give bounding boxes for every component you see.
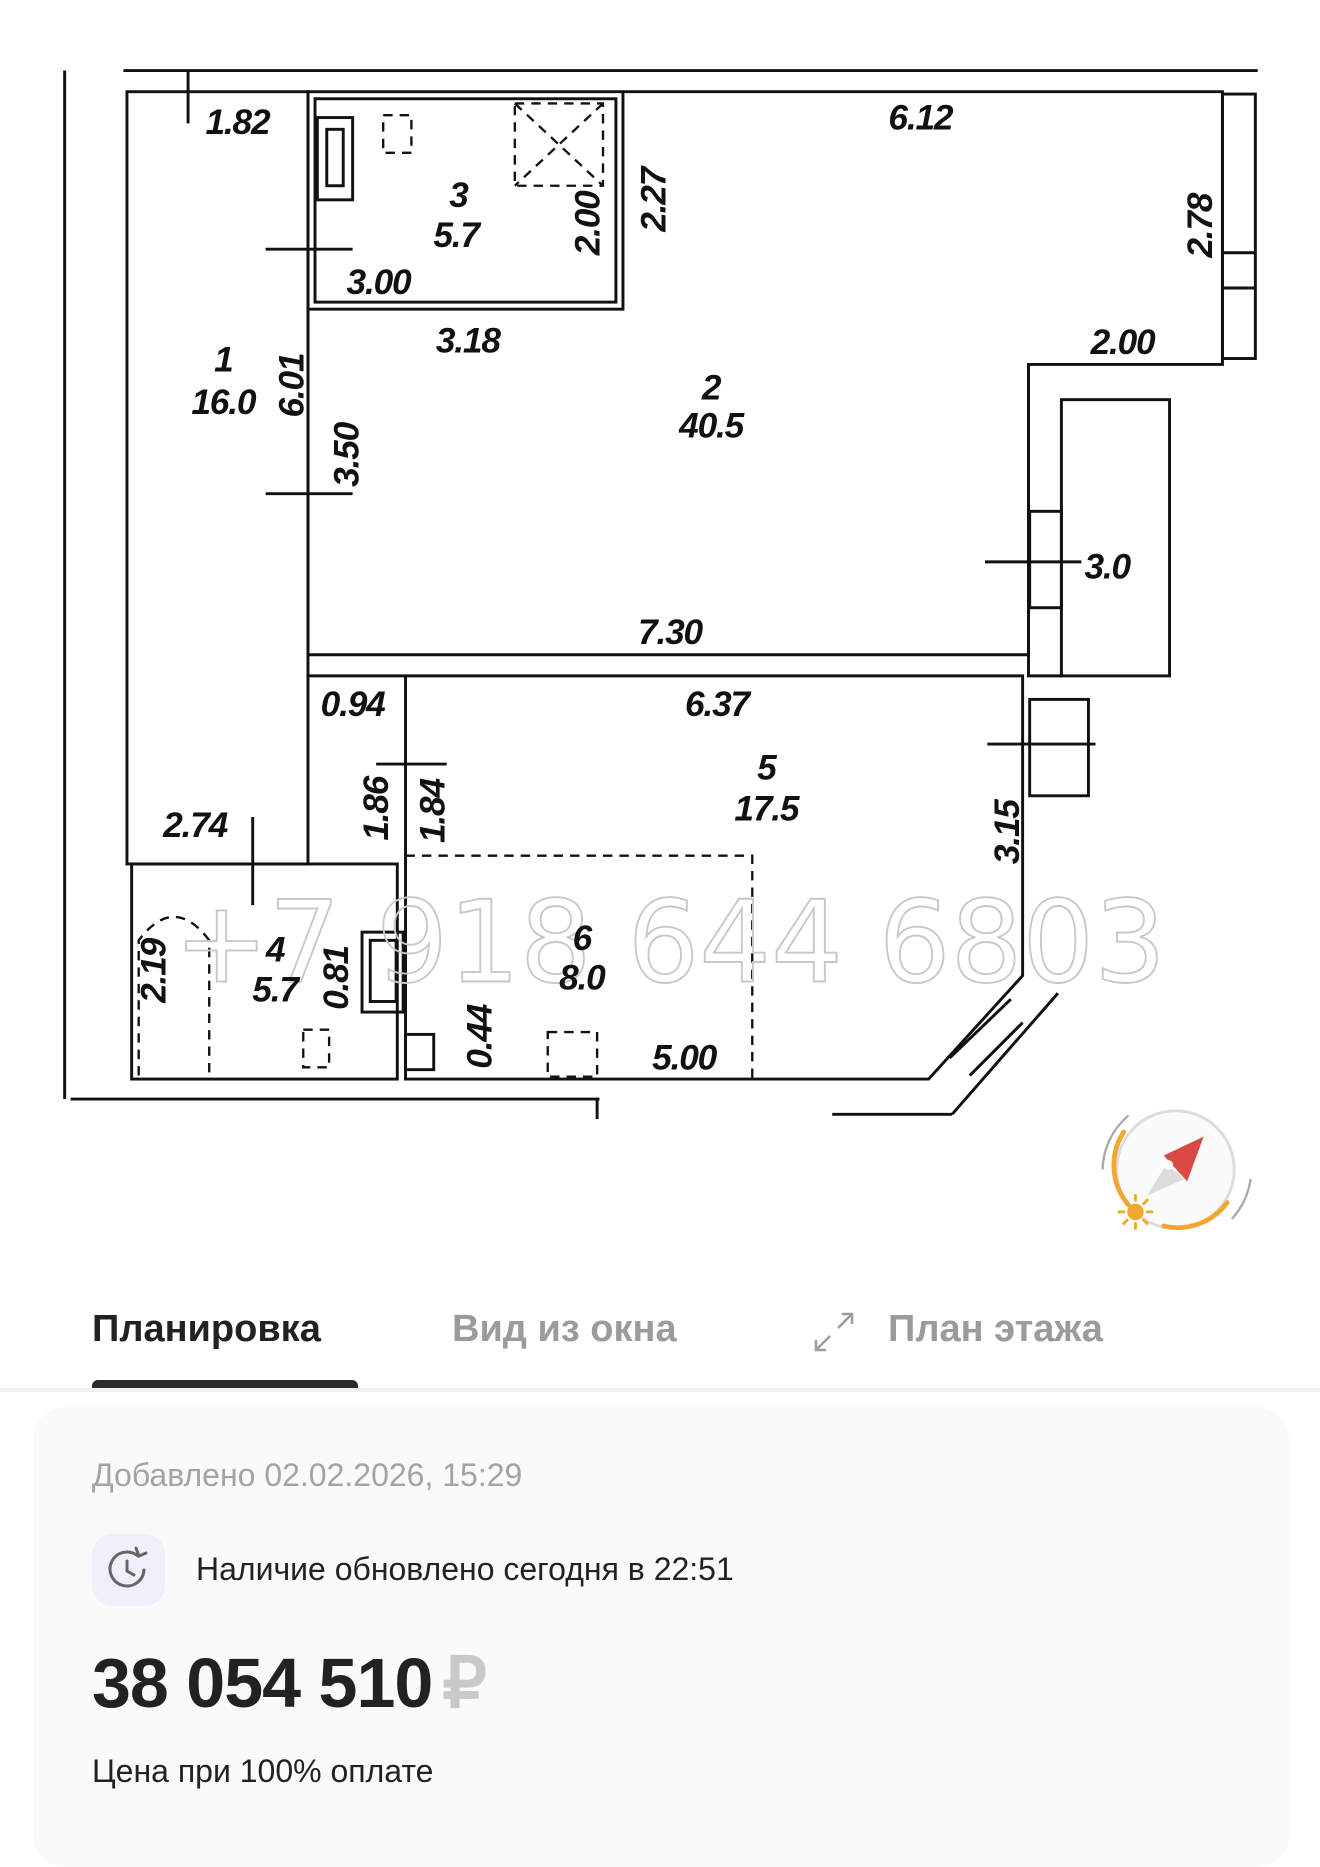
dim-label: 3.18	[436, 322, 501, 361]
tab-layout[interactable]: Планировка	[92, 1308, 321, 1350]
availability-status: Наличие обновлено сегодня в 22:51	[196, 1551, 734, 1587]
room-2-area: 40.5	[678, 406, 745, 445]
price: 38 054 510₽	[92, 1642, 487, 1724]
dim-label: 6.37	[685, 685, 751, 724]
dim-label: 7.30	[638, 613, 703, 652]
tab-window-view[interactable]: Вид из окна	[452, 1308, 677, 1350]
room-6-area: 8.0	[559, 959, 606, 998]
balcony-area: 3.0	[1085, 547, 1132, 586]
currency-symbol: ₽	[442, 1644, 487, 1722]
price-note: Цена при 100% оплате	[92, 1753, 434, 1789]
dim-label: 3.00	[347, 263, 412, 302]
walls	[63, 69, 1258, 1120]
watermark-phone: +7 918 644 6803	[174, 877, 1166, 1009]
price-value: 38 054 510	[92, 1644, 433, 1722]
room-3-area: 5.7	[433, 216, 481, 255]
room-3-number: 3	[449, 176, 469, 215]
room-4-area: 5.7	[252, 970, 300, 1009]
dim-label: 3.15	[988, 798, 1027, 864]
dashed-fixtures	[137, 102, 754, 1080]
dimension-labels: 1.82 3.00 2.00 2.27 6.12 2.78 3.18 2.00 …	[135, 98, 1220, 1077]
tab-floor-plan[interactable]: План этажа	[888, 1308, 1103, 1350]
room-6-number: 6	[573, 919, 593, 958]
view-tabs: Планировка Вид из окна План этажа	[0, 1300, 1320, 1392]
room-2-number: 2	[701, 369, 722, 408]
dim-label: 2.74	[162, 806, 227, 845]
compass-icon[interactable]	[1101, 1109, 1252, 1230]
dim-label: 2.19	[135, 937, 174, 1003]
room-5-number: 5	[757, 748, 778, 787]
dim-label: 2.27	[634, 165, 673, 232]
dim-label: 2.78	[1181, 192, 1220, 258]
dim-label: 0.44	[460, 1004, 499, 1068]
dim-label: 2.00	[1090, 323, 1156, 362]
dim-label: 5.00	[652, 1039, 717, 1078]
added-date: Добавлено 02.02.2026, 15:29	[92, 1457, 523, 1493]
dim-label: 6.12	[888, 98, 953, 137]
room-4-number: 4	[265, 931, 285, 970]
dim-label: 1.86	[357, 775, 396, 840]
room-1-number: 1	[214, 340, 232, 379]
info-card: Добавлено 02.02.2026, 15:29 Наличие обно…	[33, 1407, 1289, 1867]
dim-label: 1.84	[413, 779, 452, 843]
dim-label: 1.82	[205, 103, 270, 142]
dim-label: 2.00	[568, 190, 607, 256]
room-1-area: 16.0	[191, 383, 256, 422]
dim-label: 3.50	[328, 421, 367, 486]
expand-icon[interactable]	[812, 1310, 856, 1354]
dim-label: 0.81	[317, 946, 356, 1010]
room-5-area: 17.5	[734, 789, 800, 828]
dim-label: 0.94	[321, 685, 385, 724]
floor-plan[interactable]: +7 918 644 6803 1 16.0 2 40.5 3 5.7 4 5.…	[0, 0, 1320, 1246]
clock-refresh-icon	[92, 1534, 165, 1606]
dim-label: 6.01	[272, 354, 311, 418]
room-labels: 1 16.0 2 40.5 3 5.7 4 5.7 5 17.5 6 8.0 3…	[191, 176, 1132, 1010]
active-tab-indicator	[92, 1380, 358, 1388]
